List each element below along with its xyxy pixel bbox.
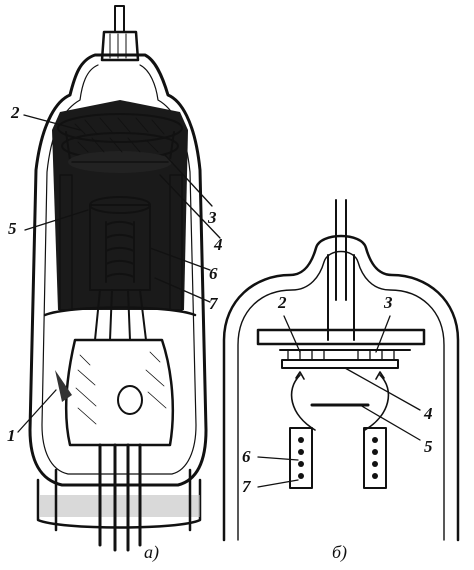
heater-post-left [289,427,313,489]
lower-shoulder [43,306,197,317]
label-a-2: 2 [10,103,20,122]
getter-tab [55,370,72,402]
panel-a-labels: 2 3 4 5 6 7 1 а) [7,103,223,563]
envelope-b-inner [237,250,445,541]
label-a-3: 3 [207,208,217,227]
glass-envelope [28,53,208,487]
heater-dots [298,437,378,479]
envelope-b [222,234,460,542]
label-a-4: 4 [213,235,223,254]
anode-disc [57,113,183,143]
label-b-3: 3 [383,293,393,312]
label-a-6: 6 [209,264,218,283]
panel-a-leaders [17,114,221,433]
panel-a-tube-drawing [28,5,208,552]
label-b-2: 2 [277,293,287,312]
heater-post-right [363,427,387,489]
cathode-top [89,196,151,214]
base-band [40,495,200,517]
stem-neck [100,30,140,62]
label-a-1: 1 [7,426,16,445]
label-a-5: 5 [8,219,17,238]
cathode-b [281,359,399,369]
caption-b: б) [332,542,347,563]
base-pins [98,443,142,552]
getter-disc [117,385,143,415]
cathode-cylinder [89,204,151,291]
label-b-5: 5 [424,437,433,456]
tube-base [36,478,202,529]
envelope-inner [41,64,197,475]
anode-plate-b [256,328,426,346]
heater-coil [105,220,135,283]
label-a-7: 7 [209,294,219,313]
glass-press [64,338,175,447]
panel-b-leaders [257,315,421,488]
label-b-7: 7 [242,477,252,496]
panel-b-labels: 2 3 4 5 6 7 б) [242,293,433,563]
electron-path-left [290,374,316,431]
caption-a: а) [144,542,159,563]
top-pin [114,5,125,33]
electron-path-right [364,374,390,431]
grid-b [287,349,395,361]
panel-b-schematic [222,199,460,542]
label-b-6: 6 [242,447,251,466]
label-b-4: 4 [423,404,433,423]
